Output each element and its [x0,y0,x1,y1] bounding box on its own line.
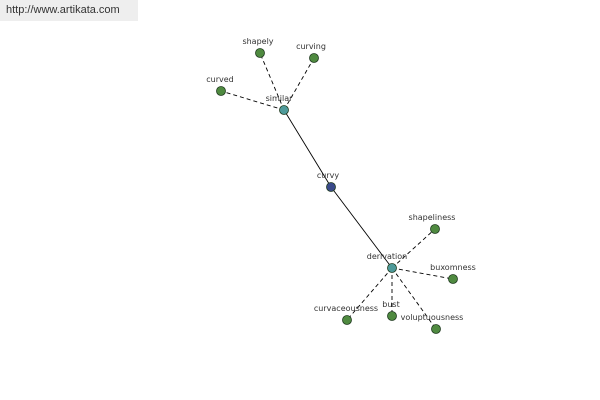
node-derivation[interactable]: derivation [367,252,407,273]
node-dot-buxomness[interactable] [448,274,458,284]
edge-similar-curving [283,57,315,111]
node-curvy[interactable]: curvy [317,171,339,192]
node-dot-bust[interactable] [387,311,397,321]
node-curved[interactable]: curved [206,75,234,96]
node-label-derivation: derivation [367,252,407,261]
node-label-shapeliness: shapeliness [409,213,456,222]
node-label-similar: similar [266,94,294,103]
node-dot-derivation[interactable] [387,263,397,273]
edge-curvy-derivation [330,186,393,269]
node-dot-curvaceousness[interactable] [342,315,352,325]
node-label-curvaceousness: curvaceousness [314,304,378,313]
node-dot-shapely[interactable] [255,48,265,58]
node-bust[interactable]: bust [382,300,400,321]
edge-derivation-buxomness [391,267,454,280]
edge-similar-shapely [259,52,285,111]
node-label-voluptuousness: voluptuousness [401,313,464,322]
edge-similar-curved [220,90,285,111]
node-shapeliness[interactable]: shapeliness [409,213,456,234]
node-dot-similar[interactable] [279,105,289,115]
edge-derivation-shapeliness [391,228,436,269]
node-label-buxomness: buxomness [430,263,476,272]
node-label-shapely: shapely [242,37,273,46]
site-url[interactable]: http://www.artikata.com [0,0,138,21]
node-curvaceousness[interactable]: curvaceousness [314,304,378,325]
node-buxomness[interactable]: buxomness [430,263,476,284]
node-dot-curving[interactable] [309,53,319,63]
node-curving[interactable]: curving [296,42,326,63]
node-shapely[interactable]: shapely [242,37,274,58]
node-similar[interactable]: similar [266,94,294,115]
node-label-curvy: curvy [317,171,339,180]
edge-curvy-similar [283,109,332,188]
node-label-bust: bust [382,300,399,309]
edge-derivation-voluptuousness [391,267,437,330]
graph-nodes: curvy similar derivation shapely curving curv… [206,37,476,334]
edge-derivation-curvaceousness [346,267,393,321]
node-dot-voluptuousness[interactable] [431,324,441,334]
node-dot-curvy[interactable] [326,182,336,192]
node-dot-curved[interactable] [216,86,226,96]
node-label-curving: curving [296,42,326,51]
node-dot-shapeliness[interactable] [430,224,440,234]
graph-edges [220,52,454,330]
node-label-curved: curved [206,75,234,84]
node-voluptuousness[interactable]: voluptuousness [401,313,464,334]
